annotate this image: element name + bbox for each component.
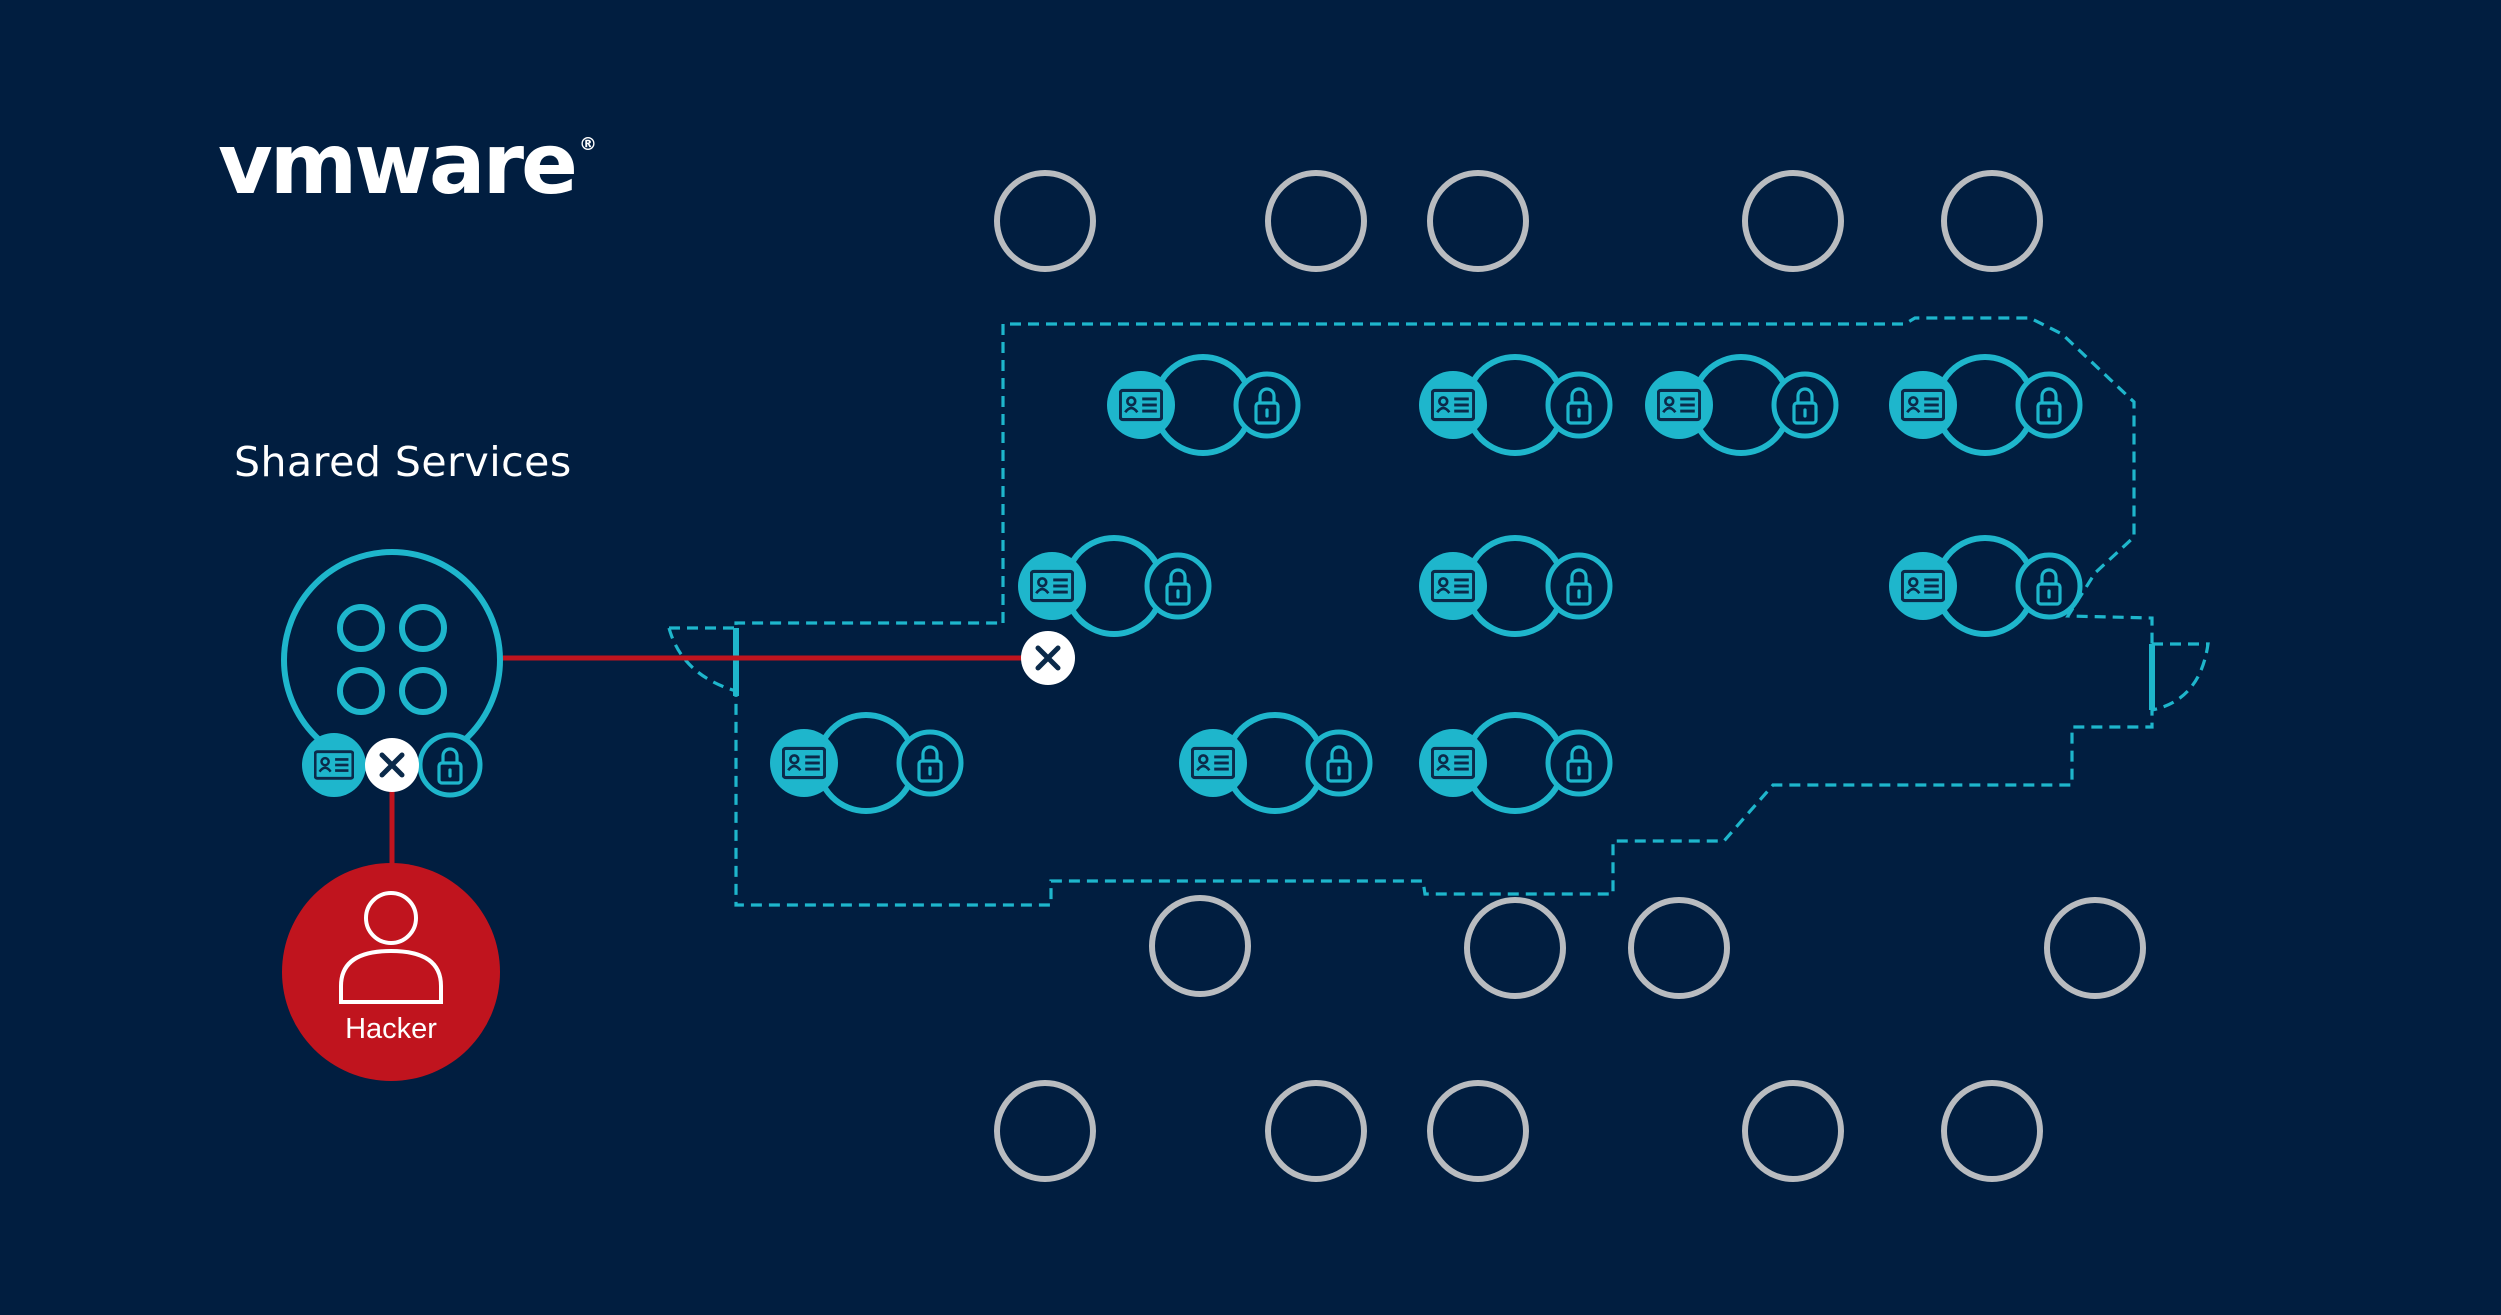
- hacker-node: Hacker: [282, 863, 500, 1081]
- segmented-workload: [1889, 354, 2083, 456]
- blocked-marker-hub: [365, 738, 419, 792]
- id-card-icon: [1645, 371, 1713, 439]
- lock-icon: [1305, 729, 1373, 797]
- blocked-marker-lateral: [1021, 631, 1075, 685]
- shared-services-node: [281, 549, 503, 798]
- segmented-workload: [1419, 535, 1613, 637]
- vmware-logo: vmware®: [218, 115, 597, 213]
- id-card-icon: [302, 733, 366, 797]
- id-card-icon: [1419, 552, 1487, 620]
- workload-node: [1427, 170, 1529, 272]
- segmented-workload: [770, 712, 964, 814]
- segmented-workload: [1179, 712, 1373, 814]
- hacker-label: Hacker: [345, 1013, 437, 1045]
- close-icon: [379, 752, 405, 778]
- lock-icon: [2015, 552, 2083, 620]
- segmented-workload: [1018, 535, 1212, 637]
- id-card-icon: [1889, 552, 1957, 620]
- workload-node: [1941, 1080, 2043, 1182]
- lock-icon: [1144, 552, 1212, 620]
- workload-node: [1742, 170, 1844, 272]
- close-icon: [1035, 645, 1061, 671]
- lock-icon: [1233, 371, 1301, 439]
- workload-node: [1941, 170, 2043, 272]
- app-grid-icon: [337, 604, 447, 715]
- id-card-icon: [1419, 729, 1487, 797]
- lock-icon: [1545, 371, 1613, 439]
- segmented-workload: [1889, 535, 2083, 637]
- lock-icon: [896, 729, 964, 797]
- lock-icon: [417, 732, 483, 798]
- workload-node: [1427, 1080, 1529, 1182]
- segmented-workload: [1645, 354, 1839, 456]
- segment-boundary: [667, 316, 2210, 907]
- unsegmented-workloads: [994, 170, 2146, 1182]
- id-card-icon: [1889, 371, 1957, 439]
- workload-node: [2044, 897, 2146, 999]
- workload-node: [994, 170, 1096, 272]
- segmented-workloads: [770, 354, 2083, 814]
- id-card-icon: [1179, 729, 1247, 797]
- workload-node: [1265, 170, 1367, 272]
- workload-node: [1464, 897, 1566, 999]
- workload-node: [994, 1080, 1096, 1182]
- lock-icon: [1545, 552, 1613, 620]
- id-card-icon: [1018, 552, 1086, 620]
- person-icon: [339, 891, 443, 1004]
- lock-icon: [1771, 371, 1839, 439]
- segmented-workload: [1107, 354, 1301, 456]
- id-card-icon: [1419, 371, 1487, 439]
- workload-node: [1742, 1080, 1844, 1182]
- workload-node: [1628, 897, 1730, 999]
- lock-icon: [2015, 371, 2083, 439]
- segmented-workload: [1419, 712, 1613, 814]
- id-card-icon: [770, 729, 838, 797]
- id-card-icon: [1107, 371, 1175, 439]
- workload-node: [1265, 1080, 1367, 1182]
- segmented-workload: [1419, 354, 1613, 456]
- workload-node: [1149, 895, 1251, 997]
- shared-services-label: Shared Services: [234, 438, 572, 486]
- lock-icon: [1545, 729, 1613, 797]
